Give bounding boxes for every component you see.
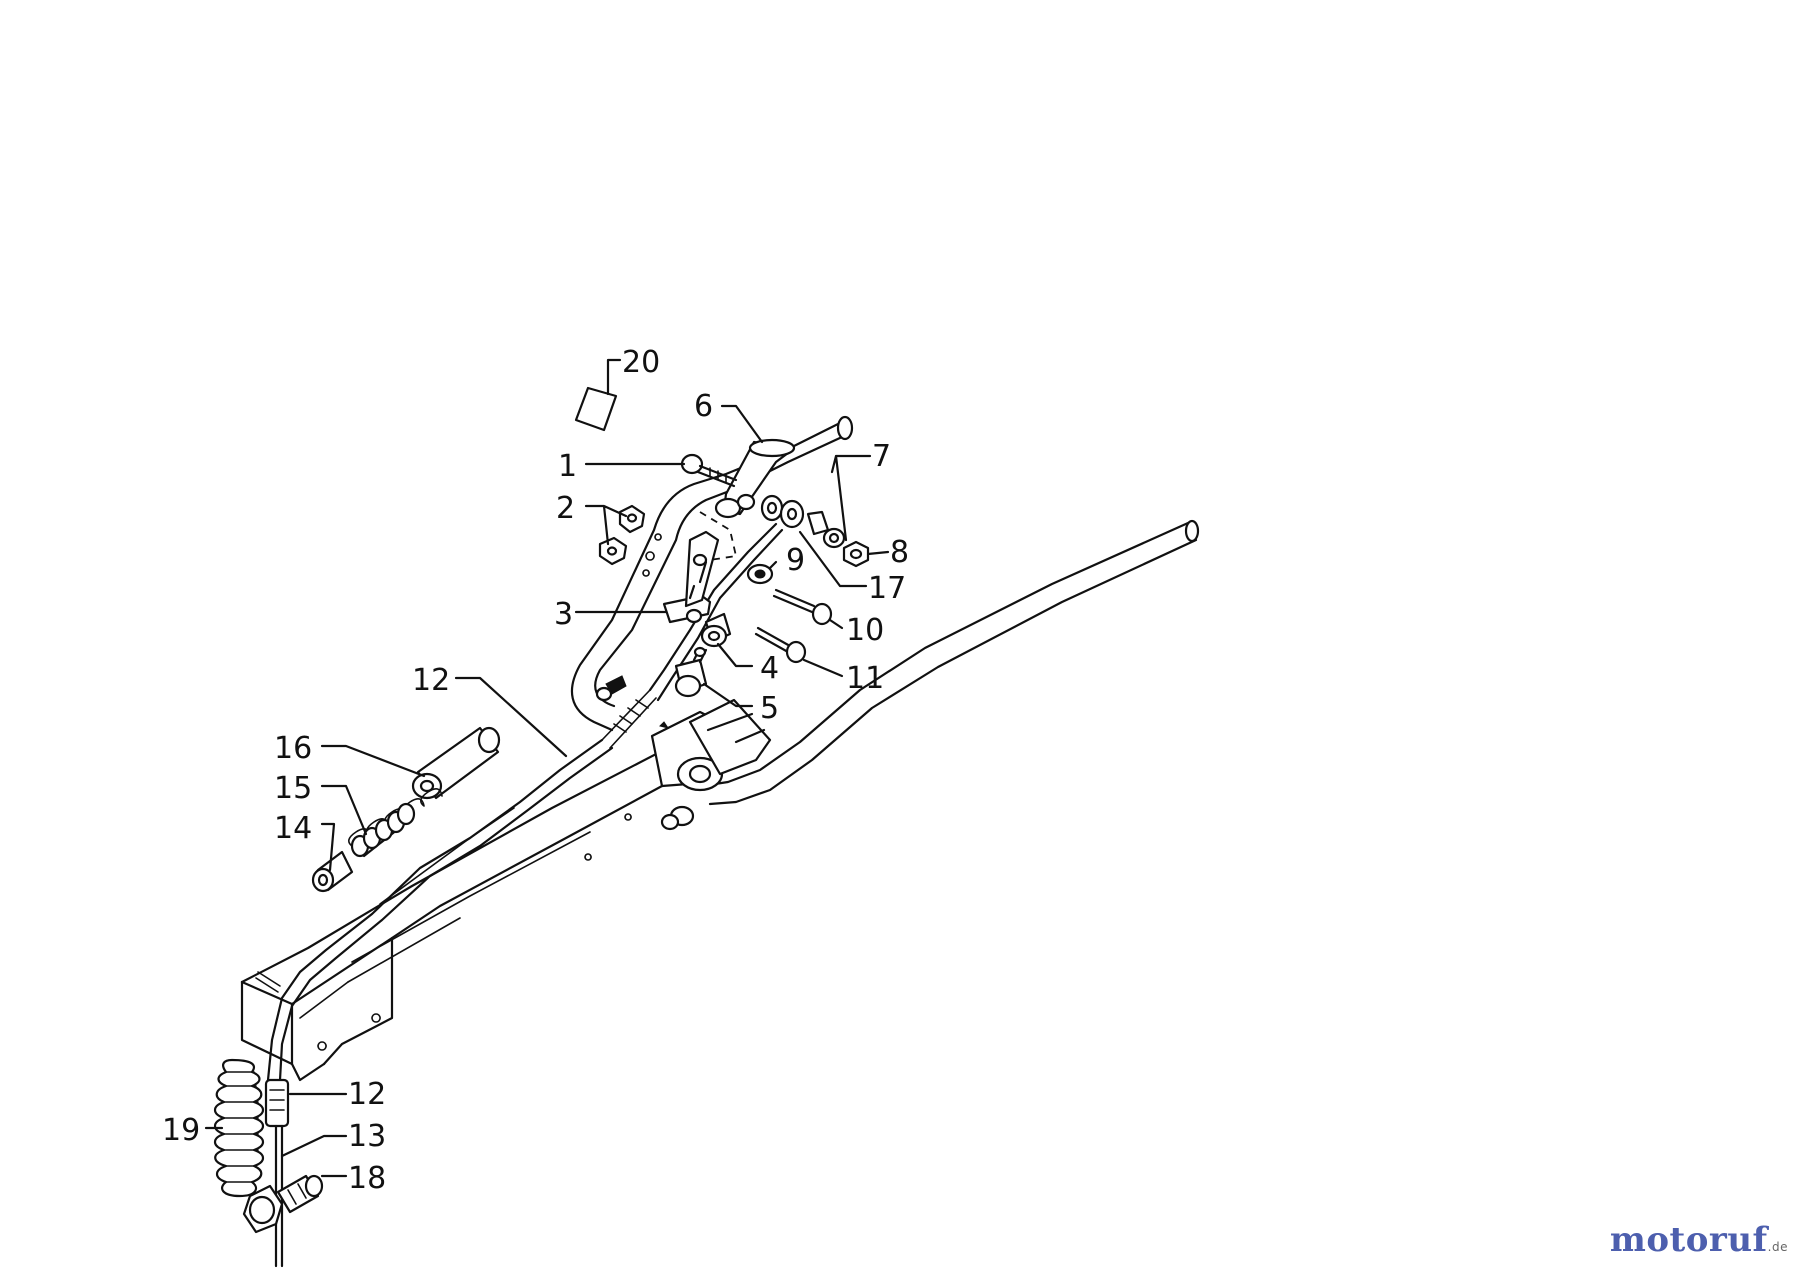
callout-7: 7 bbox=[872, 439, 891, 474]
callout-20: 20 bbox=[622, 345, 660, 380]
callout-17: 17 bbox=[868, 571, 906, 606]
part-20-decal bbox=[574, 386, 618, 432]
handlebar-frame bbox=[240, 415, 1200, 1082]
part-11-screw bbox=[754, 626, 807, 664]
leader-lines bbox=[204, 358, 890, 1178]
callout-labels: 20 6 1 7 2 8 9 17 3 10 4 11 12 5 16 15 1… bbox=[162, 345, 909, 1196]
watermark-tld: .de bbox=[1767, 1240, 1788, 1254]
part-14-cap bbox=[311, 850, 354, 893]
callout-6: 6 bbox=[694, 389, 713, 424]
part-15-spring bbox=[348, 788, 443, 858]
part-16-grip-sleeve bbox=[411, 726, 501, 800]
callout-8: 8 bbox=[890, 535, 909, 570]
callout-1: 1 bbox=[558, 449, 577, 484]
callout-15: 15 bbox=[274, 771, 312, 806]
part-4-sleeve bbox=[700, 612, 732, 648]
part-9-washer bbox=[746, 563, 774, 585]
callout-12-upper: 12 bbox=[412, 663, 450, 698]
part-3-bracket bbox=[662, 530, 720, 624]
callout-10: 10 bbox=[846, 613, 884, 648]
callout-18: 18 bbox=[348, 1161, 386, 1196]
part-18-nipple bbox=[242, 1174, 324, 1234]
callout-9: 9 bbox=[786, 543, 805, 578]
part-6-throttle-lever bbox=[714, 438, 796, 519]
callout-2: 2 bbox=[556, 491, 575, 526]
callout-13: 13 bbox=[348, 1119, 386, 1154]
callout-12-lower: 12 bbox=[348, 1077, 386, 1112]
part-10-screw bbox=[772, 588, 833, 626]
part-19-bellows bbox=[213, 1058, 265, 1198]
part-8-nut bbox=[842, 540, 870, 568]
callout-4: 4 bbox=[760, 651, 779, 686]
callout-11: 11 bbox=[846, 661, 884, 696]
part-1-bolt bbox=[680, 453, 738, 488]
watermark-logo: motoruf.de bbox=[1610, 1220, 1788, 1260]
callout-16: 16 bbox=[274, 731, 312, 766]
part-2-nuts bbox=[598, 504, 646, 566]
callout-3: 3 bbox=[554, 597, 573, 632]
callout-5: 5 bbox=[760, 691, 779, 726]
callout-19: 19 bbox=[162, 1113, 200, 1148]
callout-14: 14 bbox=[274, 811, 312, 846]
watermark-brand: motoruf bbox=[1609, 1220, 1768, 1260]
part-5-adjuster bbox=[674, 646, 708, 698]
part-7-17-bushings bbox=[760, 494, 846, 549]
